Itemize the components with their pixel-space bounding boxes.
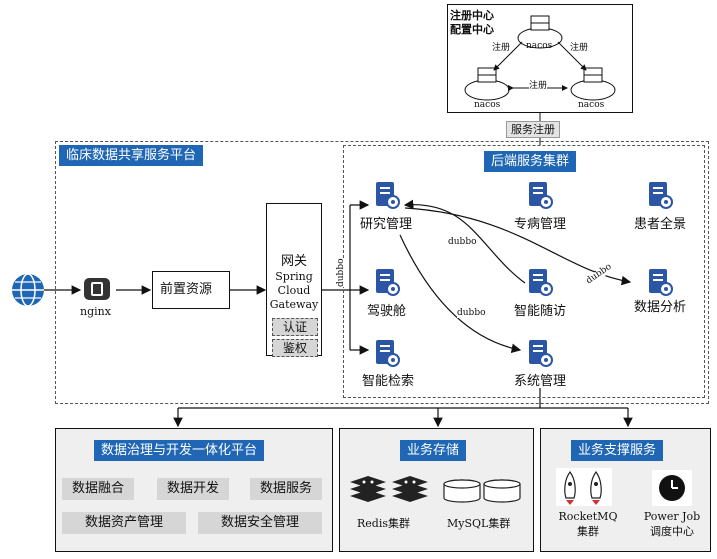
service-system-label: 系统管理: [514, 374, 567, 389]
service-followup-label: 智能随访: [514, 304, 567, 319]
nacos-edge-label-bottom: 注册: [529, 81, 548, 91]
powerjob-label-line2: 调度中心: [650, 525, 694, 538]
redis-icon: [350, 476, 428, 502]
service-icon-search: [376, 340, 400, 367]
gateway-auth-chip: 认证: [272, 318, 318, 336]
powerjob-icon: [652, 470, 692, 506]
gateway-line3: Gateway: [269, 298, 319, 311]
governance-item-fusion: 数据融合: [62, 478, 134, 500]
nginx-icon: [84, 278, 110, 300]
research-to-system-curve: [399, 234, 522, 354]
dubbo-label-followup: dubbo: [448, 237, 477, 247]
nacos-label-top: nacos: [526, 41, 553, 51]
storage-title: 业务存储: [400, 440, 467, 461]
mysql-icon: [443, 479, 521, 503]
nacos-edge-label-right: 注册: [570, 43, 589, 53]
dubbo-label-system: dubbo: [457, 308, 486, 318]
nacos-node-top: [517, 15, 563, 49]
rocketmq-label-line2: 集群: [577, 525, 599, 538]
governance-item-security: 数据安全管理: [198, 512, 322, 534]
service-cockpit-label: 驾驶舱: [367, 304, 407, 319]
governance-title: 数据治理与开发一体化平台: [94, 440, 265, 461]
globe-icon: [12, 273, 44, 307]
followup-to-research-curve: [403, 199, 526, 284]
rocketmq-label-line1: RocketMQ: [558, 510, 618, 523]
service-icon-followup: [529, 269, 553, 296]
nginx-label: nginx: [80, 305, 111, 318]
nacos-title-line2: 配置中心: [450, 23, 494, 36]
gateway-title: 网关: [280, 254, 307, 269]
governance-item-service: 数据服务: [250, 478, 322, 500]
nacos-graph: [464, 15, 616, 101]
platform-title: 临床数据共享服务平台: [59, 145, 204, 166]
governance-item-dev: 数据开发: [157, 478, 229, 500]
service-icon-analysis: [649, 269, 673, 296]
service-patient-view-label: 患者全景: [634, 217, 687, 232]
backend-cluster-title: 后端服务集群: [484, 151, 577, 172]
gateway-authz-chip: 鉴权: [272, 339, 318, 357]
service-icon-patient-view: [649, 182, 673, 209]
service-specialty-label: 专病管理: [514, 217, 567, 232]
nacos-label-left: nacos: [474, 100, 501, 110]
service-registration-label: 服务注册: [506, 121, 560, 138]
front-resource-box: [152, 271, 230, 309]
nacos-node-right: [570, 67, 616, 101]
governance-item-asset: 数据资产管理: [62, 512, 186, 534]
gateway-line2: Cloud: [277, 284, 311, 297]
nacos-node-left: [464, 67, 510, 101]
mysql-label: MySQL集群: [447, 517, 511, 530]
nacos-label-right: nacos: [578, 100, 605, 110]
dubbo-label-trunk: dubbo: [336, 258, 346, 287]
service-search-label: 智能检索: [362, 374, 415, 389]
service-analysis-label: 数据分析: [634, 300, 687, 315]
gateway-line1: Spring: [275, 270, 313, 283]
service-icon-cockpit: [376, 269, 400, 296]
rocketmq-icon: [556, 468, 612, 506]
platform-outer-box: [55, 141, 709, 404]
nacos-title-line1: 注册中心: [450, 9, 494, 22]
service-icon-research: [376, 182, 400, 209]
redis-label: Redis集群: [357, 517, 410, 530]
front-resource-label: 前置资源: [160, 282, 213, 297]
powerjob-label-line1: Power Job: [643, 510, 701, 523]
nacos-edge-right: [557, 41, 587, 71]
service-icon-specialty: [529, 182, 553, 209]
support-title: 业务支撑服务: [571, 440, 664, 461]
service-research-label: 研究管理: [360, 217, 413, 232]
nacos-edge-left: [493, 41, 523, 71]
nacos-edge-label-left: 注册: [492, 43, 511, 53]
service-icon-system: [529, 340, 553, 367]
